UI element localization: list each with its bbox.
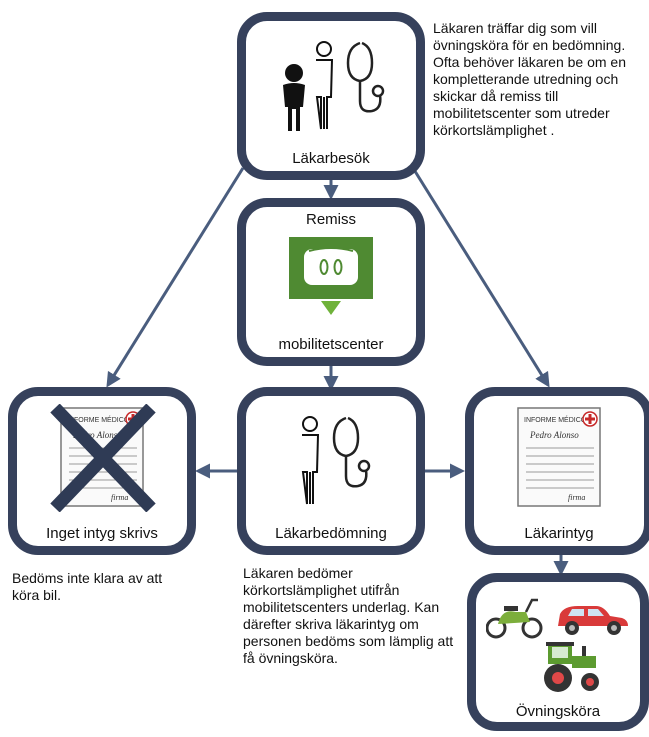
doctor-assessment-icon: [301, 416, 371, 505]
arrow-visit-to-certificate: [411, 167, 550, 388]
doctor-visit-icon: [283, 41, 385, 131]
vehicles-icon: [486, 598, 628, 692]
cert-header: INFORME MÉDICO: [524, 415, 587, 424]
remiss-title: Remiss: [305, 211, 356, 228]
cert-signature-crossed: Pedro Alonso: [72, 430, 122, 440]
node-remiss: Remiss mobilitetscenter: [237, 198, 425, 366]
mobility-center-icon: [289, 237, 373, 315]
crossed-medical-certificate-icon: INFORME MÉDICO Pedro Alonso firma: [50, 404, 156, 512]
node-inget-intyg: INFORME MÉDICO Pedro Alonso firma Inget …: [8, 387, 196, 555]
node-lakarbesok: Läkarbesök: [237, 12, 425, 180]
lakarintyg-label: Läkarintyg: [524, 525, 594, 542]
remiss-label: mobilitetscenter: [278, 336, 384, 353]
node-lakarintyg: INFORME MÉDICO Pedro Alonso firma Läkari…: [465, 387, 649, 555]
arrow-visit-to-no-certificate: [106, 167, 245, 388]
node-ovningskora: Övningsköra: [467, 573, 649, 731]
node-lakarbedomning: Läkarbedömning: [237, 387, 425, 555]
note-lakarbedomning: Läkaren bedömer körkortslämplighet utifr…: [243, 565, 454, 666]
note-inget-intyg: Bedöms inte klara av att köra bil.: [12, 570, 163, 603]
cert-header-crossed: INFORME MÉDICO: [67, 415, 130, 424]
lakarbedomning-label: Läkarbedömning: [275, 525, 387, 542]
cert-signature: Pedro Alonso: [529, 430, 579, 440]
inget-intyg-label: Inget intyg skrivs: [46, 525, 158, 542]
note-lakarbesok: Läkaren träffar dig som vill övningsköra…: [433, 20, 627, 138]
car-icon: [558, 606, 628, 635]
cert-sign-crossed: firma: [111, 493, 128, 502]
ovningskora-label: Övningsköra: [515, 703, 601, 720]
tractor-icon: [544, 642, 599, 692]
lakarbesok-label: Läkarbesök: [292, 150, 370, 167]
medical-certificate-icon: INFORME MÉDICO Pedro Alonso firma: [517, 407, 601, 507]
moped-icon: [486, 598, 543, 639]
cert-sign: firma: [568, 493, 585, 502]
